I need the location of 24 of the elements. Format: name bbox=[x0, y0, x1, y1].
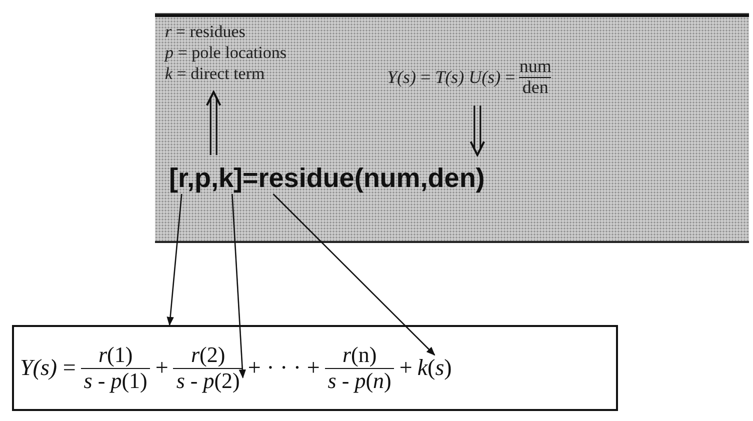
numerator: r(2) bbox=[190, 343, 226, 368]
equation-text: Y(s) = T(s) U(s) = bbox=[387, 66, 516, 88]
denominator: s - p(1) bbox=[80, 368, 150, 393]
double-arrow bbox=[206, 91, 222, 156]
numerator: r(n) bbox=[342, 343, 377, 368]
numerator: r(1) bbox=[98, 343, 133, 368]
formula-text: + bbox=[155, 355, 168, 381]
shaded-panel bbox=[155, 14, 749, 243]
command-text: [r,p,k]=residue(num,den) bbox=[169, 163, 485, 194]
formula-term: k(s) bbox=[417, 355, 452, 381]
arrow bbox=[272, 194, 436, 356]
formula-text: + · · · + bbox=[248, 355, 320, 381]
definition-text: p = pole locations bbox=[165, 42, 286, 63]
denominator: s - p(2) bbox=[173, 368, 243, 393]
formula-box bbox=[12, 325, 618, 411]
denominator: s - p(n) bbox=[324, 368, 394, 393]
formula-text: + bbox=[399, 355, 412, 381]
definition-text: r = residues bbox=[165, 21, 246, 42]
denominator: den bbox=[519, 76, 552, 98]
formula-text: Y(s) = bbox=[20, 355, 76, 381]
arrow bbox=[232, 194, 246, 378]
double-arrow bbox=[470, 104, 486, 156]
definition-text: k = direct term bbox=[165, 63, 266, 84]
numerator: num bbox=[519, 57, 552, 77]
